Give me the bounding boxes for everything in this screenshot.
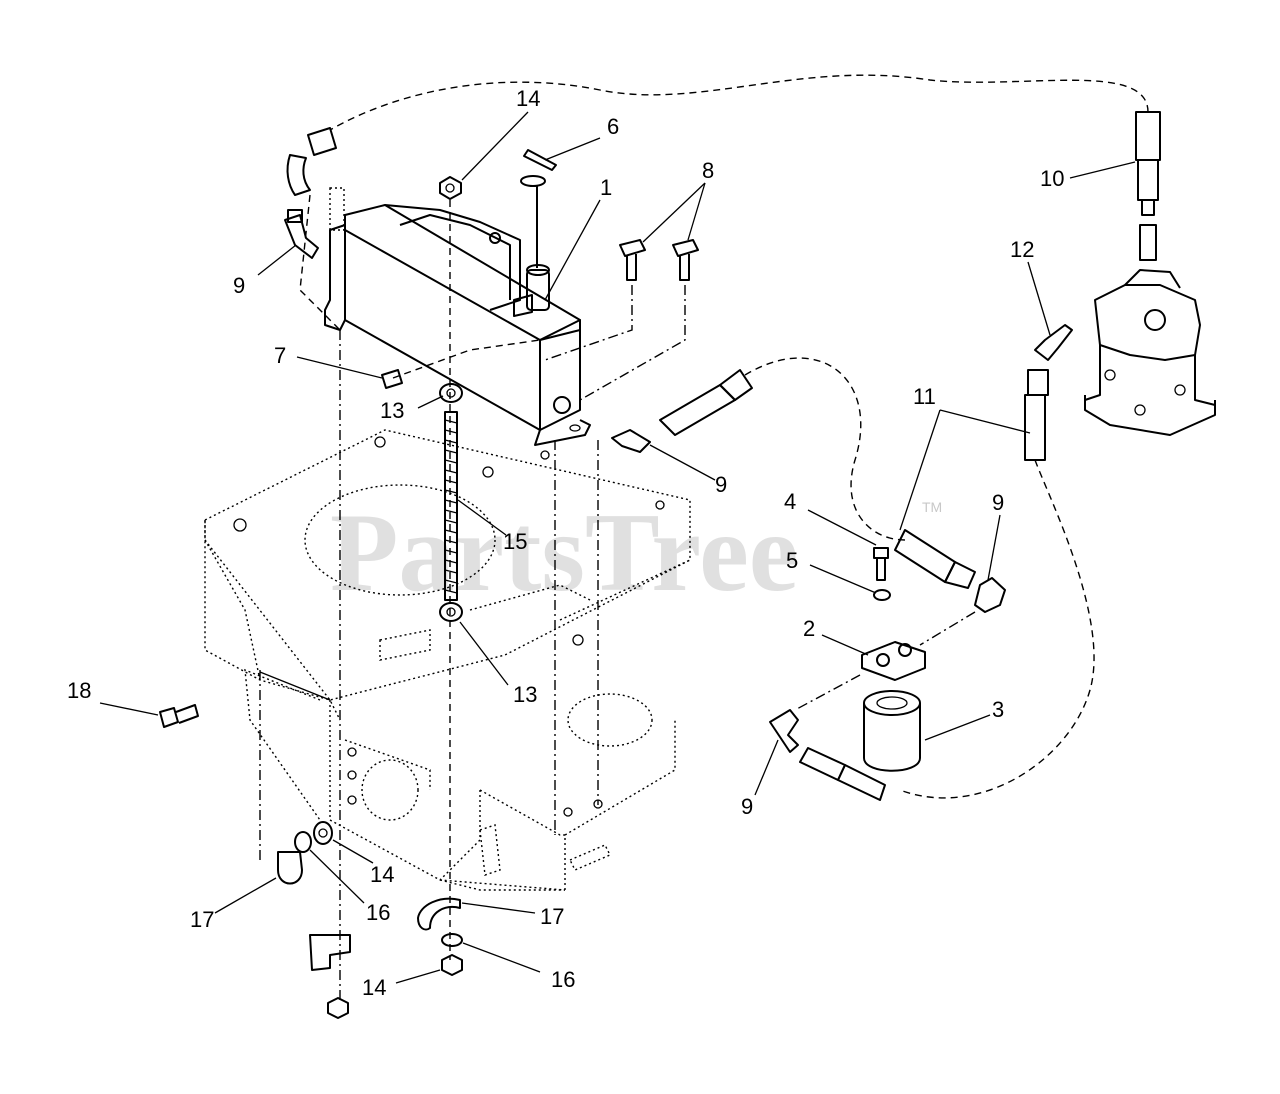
assembly-lines	[259, 200, 976, 1000]
watermark: PartsTree TM	[330, 491, 942, 615]
callout-11: 11	[913, 384, 936, 409]
callout-labels: 14 6 1 8 10 9 12 7 13 11 9 4 9 15 5 2 18…	[67, 86, 1064, 1000]
watermark-text: PartsTree	[330, 491, 799, 615]
callout-14: 14	[370, 862, 394, 887]
oil-cooler-assembly	[324, 204, 591, 446]
callout-14: 14	[362, 975, 386, 1000]
dipstick	[520, 149, 557, 268]
callout-16: 16	[551, 967, 575, 992]
callout-16: 16	[366, 900, 390, 925]
leader-lines	[99, 111, 1136, 984]
hoses	[286, 74, 1161, 801]
callout-4: 4	[784, 489, 796, 514]
callout-12: 12	[1010, 237, 1034, 262]
callout-9: 9	[233, 273, 245, 298]
callout-9: 9	[992, 490, 1004, 515]
callout-1: 1	[600, 175, 612, 200]
callout-10: 10	[1040, 166, 1064, 191]
callout-14: 14	[516, 86, 540, 111]
callout-13: 13	[380, 398, 404, 423]
frame	[204, 429, 691, 891]
callout-15: 15	[503, 529, 527, 554]
callout-9: 9	[741, 794, 753, 819]
callout-8: 8	[702, 158, 714, 183]
callout-7: 7	[274, 343, 286, 368]
callout-2: 2	[803, 616, 815, 641]
callout-17: 17	[540, 904, 564, 929]
callout-17: 17	[190, 907, 214, 932]
callout-3: 3	[992, 697, 1004, 722]
callout-13: 13	[513, 682, 537, 707]
callout-5: 5	[786, 548, 798, 573]
callout-18: 18	[67, 678, 91, 703]
watermark-trademark: TM	[922, 499, 942, 515]
callout-6: 6	[607, 114, 619, 139]
callout-9: 9	[715, 472, 727, 497]
